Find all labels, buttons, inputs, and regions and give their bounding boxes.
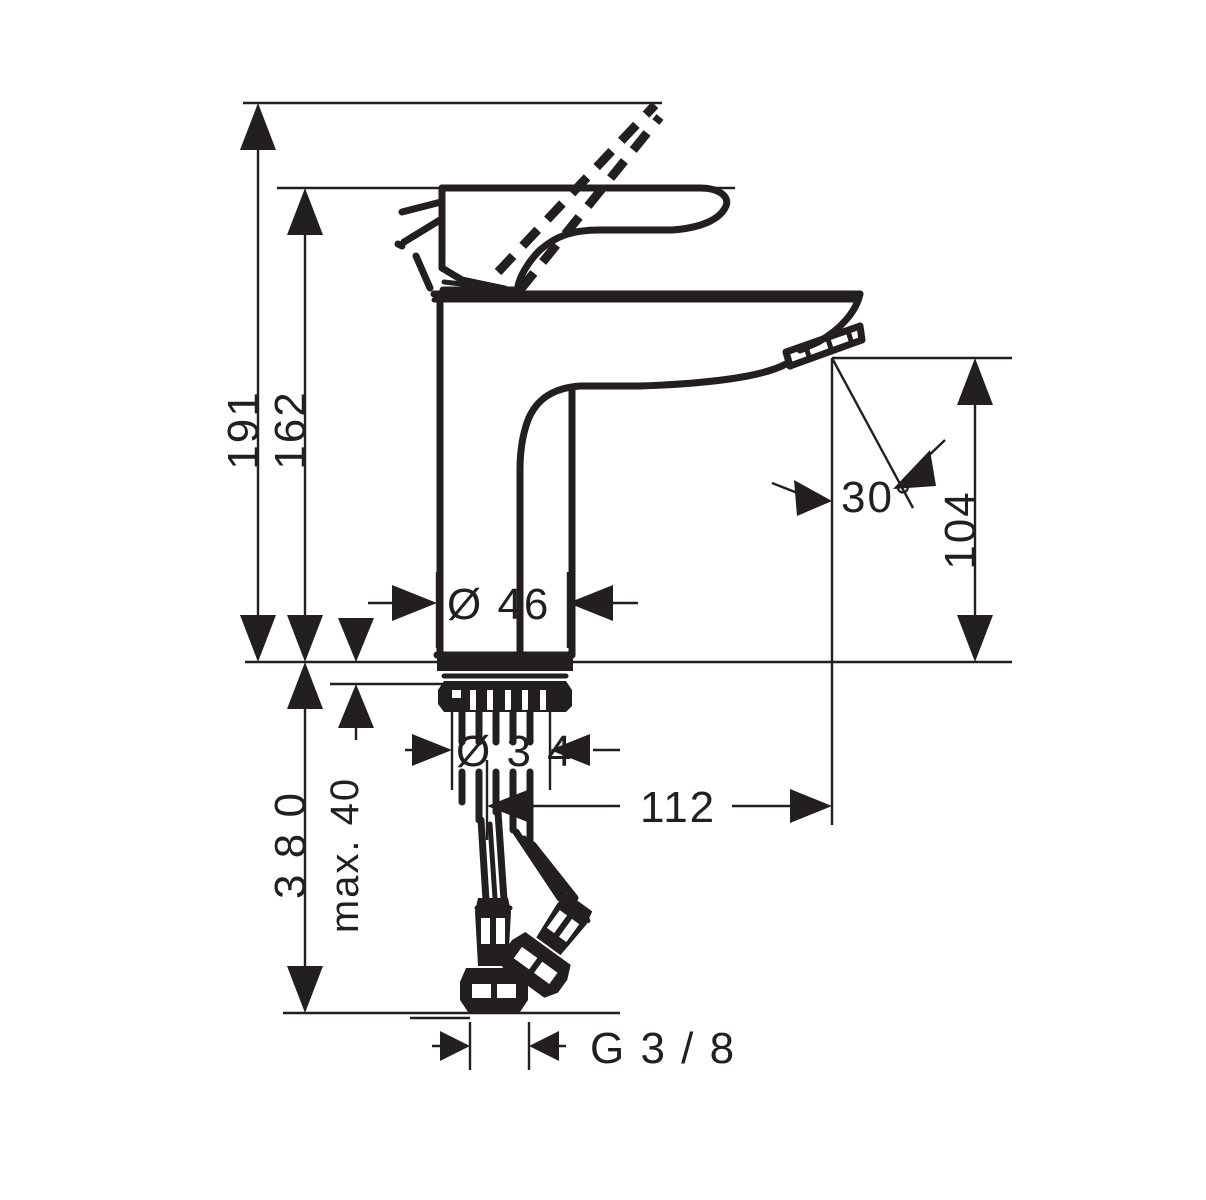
lever-top-profile [438,184,731,234]
hose-right-edge-a [512,828,564,902]
aerator [782,322,866,370]
hose-right-sleeve-band [558,898,591,924]
lever-raised-dashed [494,101,664,293]
bracket-slot-b [470,690,476,710]
arrowhead-112-right [790,789,832,823]
bracket-slot-e [522,690,528,710]
hose-left-sleeve [475,898,511,966]
lever-front-curve [514,226,604,294]
lever-handle [438,184,731,294]
faucet-illustration [394,101,866,1012]
arrowhead-d34-left [412,734,452,766]
aerator-rib-2 [825,336,835,355]
lever-dashed-lower-edge [516,114,664,293]
dim-label-30deg: 30° [841,473,914,522]
hose-left-center [487,821,498,901]
arrowhead-162-bottom [287,615,323,662]
bracket-slot-c [487,690,493,710]
flexible-hose-left [460,808,528,1012]
bracket-slot-a [452,690,461,698]
dim-label-162: 162 [266,390,315,469]
hose-left-sleeve-slot-a [481,918,490,944]
lever-side-mark [412,252,434,292]
bracket-slot-d [505,690,511,710]
lever-top-mark [398,198,445,216]
arrowhead-104-bottom [957,615,993,662]
lever-pivot-mark-b [394,240,406,250]
lever-pivot-mark-a [400,216,444,246]
arrowhead-angle-right [893,450,936,489]
dim-label-104: 104 [936,490,985,569]
hose-left-edge-b [494,808,508,904]
mounting-bracket [438,681,572,712]
dim-label-112: 112 [640,783,716,832]
hose-right-center [521,835,570,901]
dimension-body-diameter: Ø 46 [368,580,638,629]
arrowhead-max40-top [338,618,374,662]
arrowhead-104-top [957,358,993,405]
bracket-slot-f [540,690,546,710]
dim-label-191: 191 [219,390,268,469]
dim-label-thread: G 3 / 8 [590,1024,736,1073]
arrowhead-191-top [240,103,276,150]
aerator-rib-3 [845,328,855,347]
arrowhead-d46-right [568,585,613,621]
dimension-shank-diameter: Ø 3 4 [405,727,620,776]
lever-underside-line [441,279,515,293]
hose-left-edge-a [477,816,490,904]
arrowhead-d46-left [392,585,437,621]
arrowhead-380-top [287,662,323,709]
arrowhead-thread-left [440,1031,470,1061]
flexible-hose-right [502,828,593,998]
hose-left-nut [460,968,528,1012]
dim-label-380: 3 8 0 [266,791,315,899]
dimension-overall-height: 191 [219,103,276,662]
dimension-body-height: 162 [266,188,323,662]
dimension-connection-thread: G 3 / 8 [432,1024,736,1073]
dimension-hose-length: 3 8 0 [266,662,323,1013]
arrowhead-thread-right [529,1031,559,1061]
dim-label-d34: Ø 3 4 [456,727,574,776]
hose-right-nut [502,932,571,998]
dimension-spout-reach: 112 [487,783,832,832]
arrowhead-d34-right [550,734,590,766]
hose-right-sleeve-slot-a [546,910,568,934]
dimension-swivel-angle: 30° [771,357,946,522]
dim-label-d46: Ø 46 [447,580,550,629]
dimension-max-deck-thickness: max. 40 [323,618,374,933]
hose-left-nut-face-a [472,984,491,998]
spout-underside-curve [516,360,790,474]
hose-right-nut-face-a [513,946,538,970]
aerator-rib-1 [803,344,813,363]
dim-label-max40: max. 40 [323,777,367,933]
dimension-spout-height: 104 [936,358,993,662]
base-ring [433,651,576,679]
aerator-right-cap [856,322,866,344]
hose-left-sleeve-slot-b [496,918,505,944]
arrowhead-162-top [287,188,323,235]
arrowhead-max40-bottom [338,684,374,728]
hose-right-edge-b [529,841,579,902]
arrowhead-112-left [487,789,530,823]
hose-left-nut-face-b [497,984,516,998]
hose-right-sleeve [536,893,593,956]
base-ring-body [437,657,573,671]
hose-right-nut-face-b [533,961,558,985]
hose-right-sleeve-slot-b [559,918,580,942]
arrowhead-191-bottom [240,615,276,662]
arrowhead-380-bottom [287,966,323,1013]
arrowhead-angle-left [794,480,832,516]
